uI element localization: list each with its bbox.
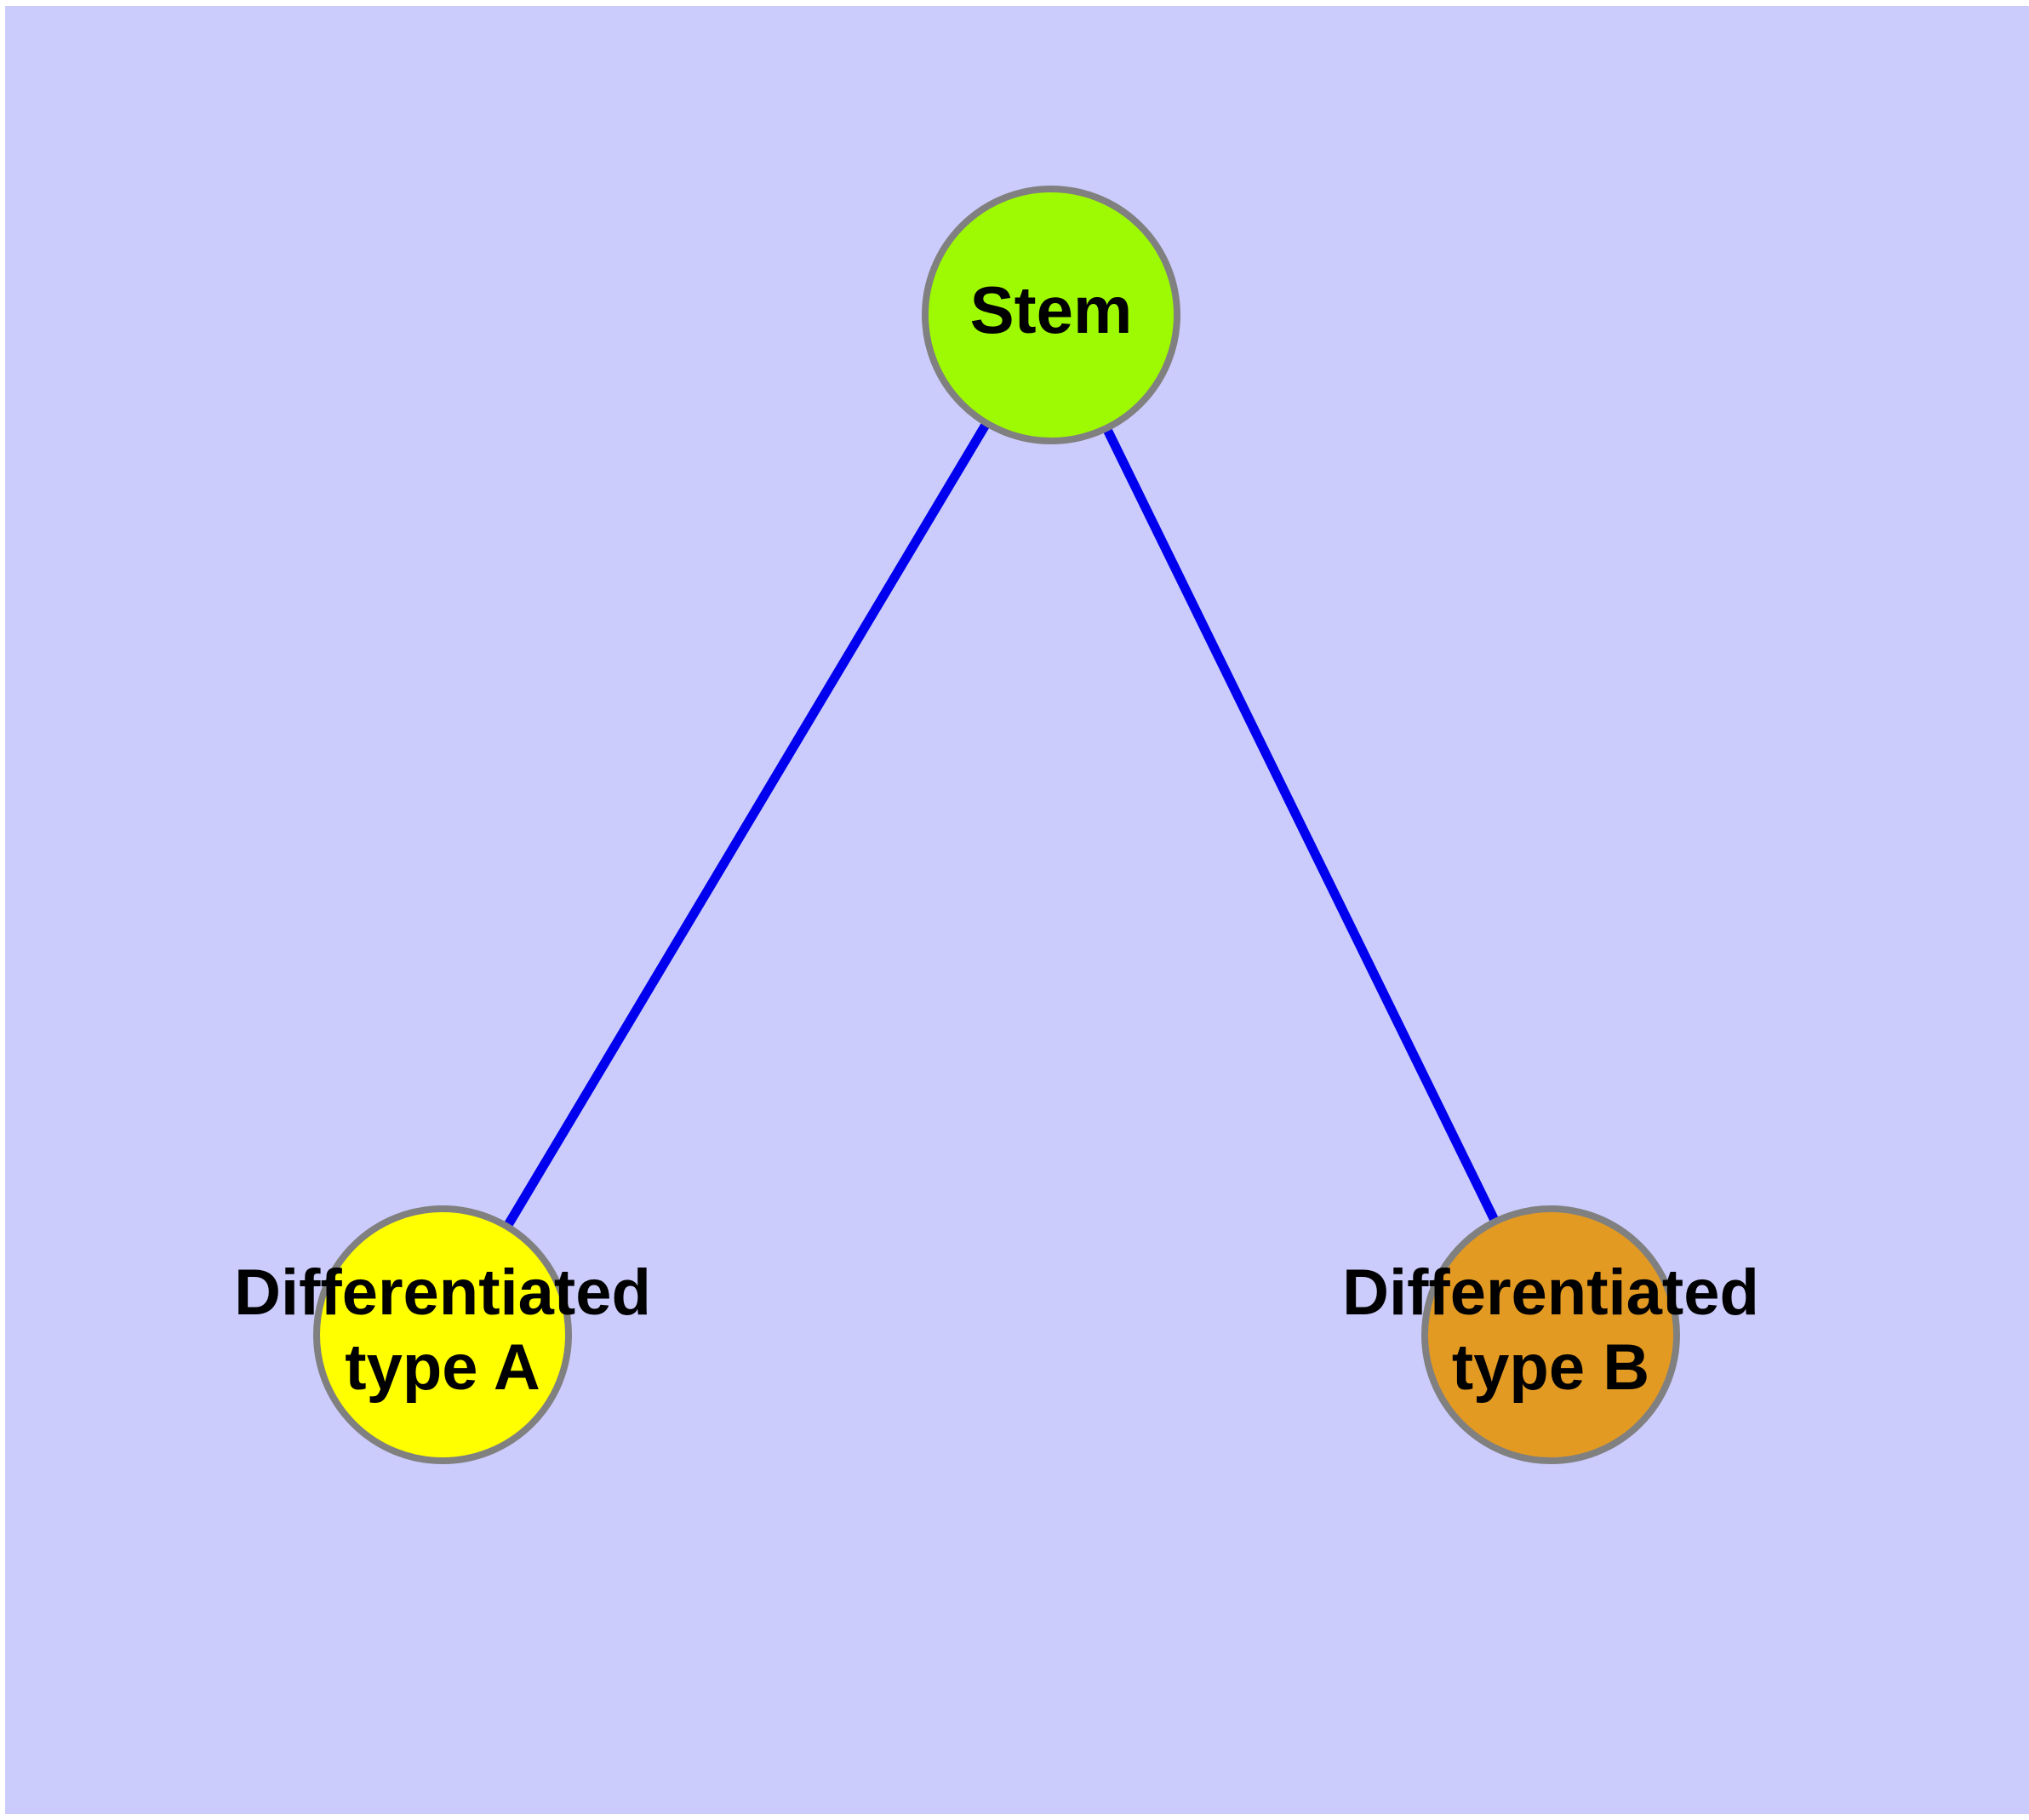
node-label-line: type A [345, 1331, 540, 1404]
node-label-line: Differentiated [1342, 1256, 1759, 1329]
node-stem[interactable] [922, 186, 1180, 444]
node-differentiated-b-circle[interactable] [1421, 1205, 1680, 1464]
edges-layer [502, 419, 1500, 1231]
node-label-line: Differentiated [234, 1256, 651, 1329]
node-stem-circle[interactable] [922, 186, 1180, 444]
edge-stem-to-differentiated-a[interactable] [502, 419, 992, 1231]
node-stem-label: Stem [970, 272, 1133, 347]
nodes-layer [313, 186, 1680, 1464]
node-label-line: Stem [970, 272, 1133, 347]
node-differentiated-a-circle[interactable] [313, 1205, 572, 1464]
node-differentiated-a[interactable] [313, 1205, 572, 1464]
node-differentiated-b[interactable] [1421, 1205, 1680, 1464]
node-label-line: type B [1452, 1331, 1649, 1404]
edge-stem-to-differentiated-b[interactable] [1101, 424, 1500, 1226]
